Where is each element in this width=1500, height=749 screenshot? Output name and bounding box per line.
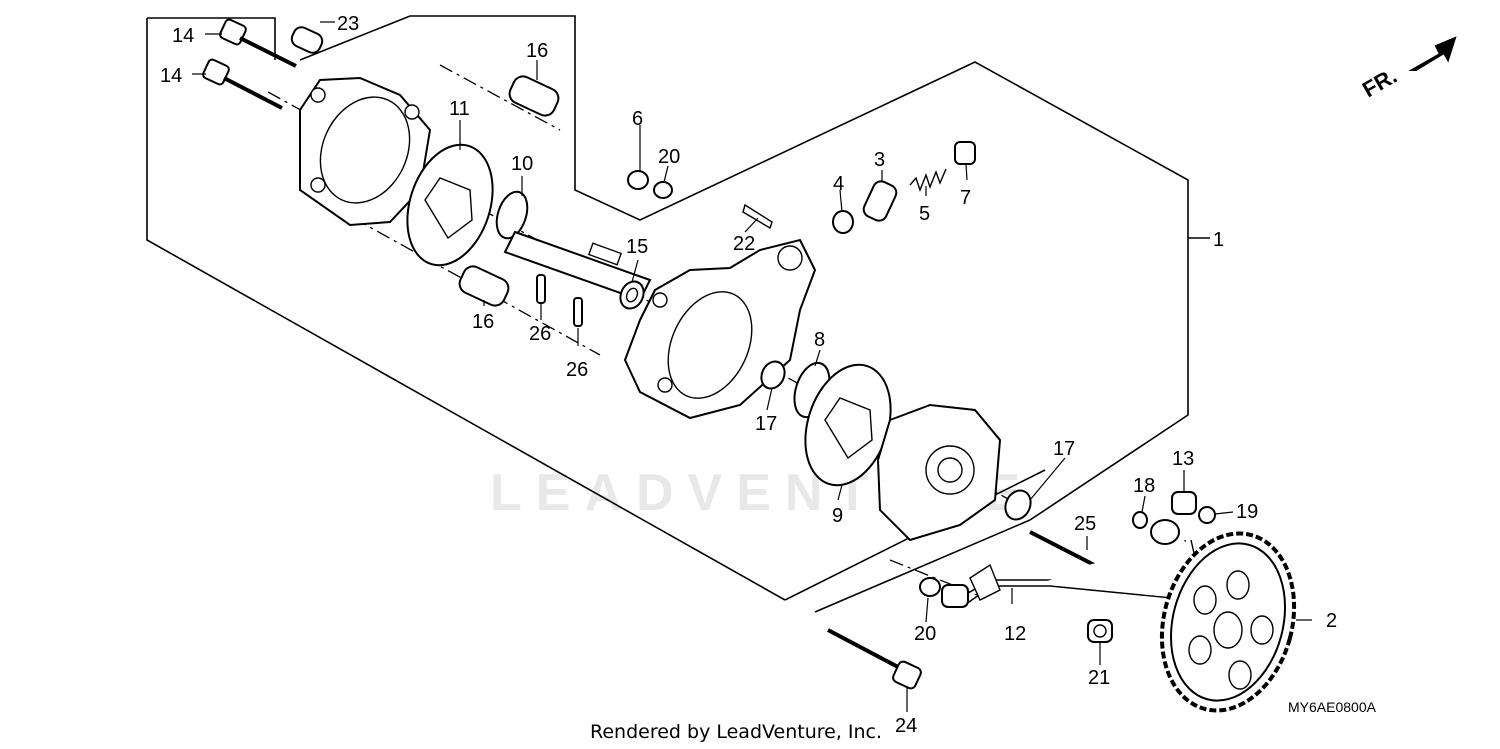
inner-rotor-10 (495, 190, 529, 240)
callout-8: 8 (814, 329, 825, 351)
callout-14-upper: 14 (172, 25, 194, 47)
callout-17-right: 17 (1053, 438, 1075, 460)
dowel-16-upper (508, 75, 560, 117)
callout-1: 1 (1213, 229, 1224, 251)
leader-lines (192, 21, 1312, 712)
callout-20-upper: 20 (658, 146, 680, 168)
callout-16-lower: 16 (472, 311, 494, 333)
washer-20-upper (653, 181, 673, 199)
callout-24: 24 (895, 715, 917, 737)
callout-4: 4 (833, 173, 844, 195)
outer-rotor-11 (406, 143, 494, 267)
nut-21 (1087, 619, 1113, 643)
seal-17-right (1004, 489, 1032, 521)
outer-rotor-9 (804, 363, 892, 487)
callout-26-a: 26 (529, 323, 551, 345)
sprocket-2 (1159, 531, 1297, 713)
callout-labels: 1 2 3 4 5 6 7 8 9 10 11 12 13 14 14 15 1… (160, 13, 1337, 737)
callout-7: 7 (960, 187, 971, 209)
pump-body-center (623, 238, 817, 420)
collar-13 (1171, 491, 1197, 515)
callout-2: 2 (1326, 610, 1337, 632)
callout-13: 13 (1172, 448, 1194, 470)
diagram-code: MY6AE0800A (1288, 699, 1377, 715)
front-label: FR. (1358, 63, 1401, 102)
callout-9: 9 (832, 505, 843, 527)
front-direction-arrow: FR. (1358, 36, 1457, 102)
callout-5: 5 (919, 203, 930, 225)
callout-20-lower: 20 (914, 623, 936, 645)
washer-18 (1132, 511, 1148, 529)
callout-12: 12 (1004, 623, 1026, 645)
callout-11: 11 (449, 98, 470, 120)
washer-6 (627, 170, 649, 190)
callout-15: 15 (626, 236, 648, 258)
callout-22: 22 (733, 233, 755, 255)
bolt-14-lower (202, 58, 283, 110)
pin-26-b (573, 297, 583, 327)
callout-16-upper: 16 (526, 40, 548, 62)
ball-4 (832, 210, 854, 234)
oil-pipe-12 (941, 519, 1197, 608)
washer-15 (619, 280, 645, 310)
callout-17-mid: 17 (755, 413, 777, 435)
bolt-14-upper (219, 18, 297, 68)
nut-7 (954, 141, 976, 165)
callout-14-lower: 14 (160, 65, 182, 87)
pump-shaft (503, 230, 652, 302)
washer-17-mid (760, 360, 786, 390)
bolt-24 (827, 628, 922, 690)
callout-18: 18 (1133, 475, 1155, 497)
callout-19: 19 (1236, 501, 1258, 523)
washer-20-lower (919, 577, 941, 597)
pump-cover-right (876, 403, 1002, 542)
pump-cover-left (299, 76, 432, 227)
callout-21: 21 (1088, 667, 1110, 689)
cotter-pin-22 (742, 203, 773, 230)
callout-10: 10 (511, 153, 533, 175)
callout-26-b: 26 (566, 359, 588, 381)
render-credit: Rendered by LeadVenture, Inc. (590, 721, 882, 743)
pin-26-a (536, 274, 546, 304)
washer-19 (1198, 506, 1216, 524)
dowel-16-lower (458, 265, 510, 307)
callout-25: 25 (1074, 513, 1096, 535)
callout-6: 6 (632, 108, 643, 130)
spring-5 (909, 168, 947, 193)
valve-3 (862, 180, 898, 222)
dowel-23 (290, 26, 324, 54)
callout-3: 3 (874, 149, 885, 171)
callout-23: 23 (337, 13, 359, 35)
